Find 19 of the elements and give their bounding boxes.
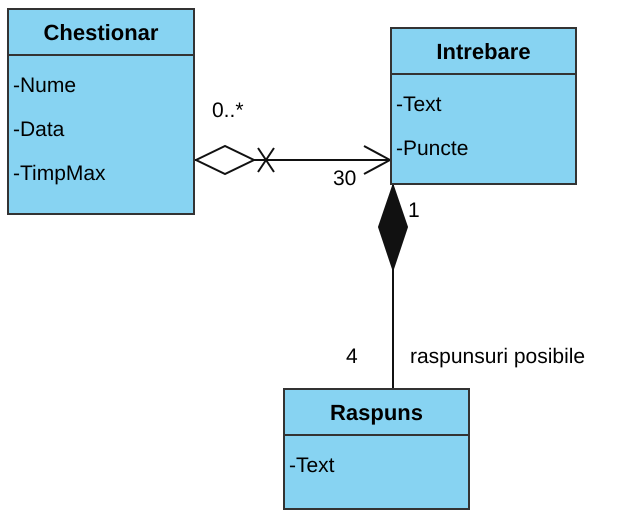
attribute-text: -Data [13,117,64,143]
class-box [390,27,577,185]
attribute-text: -Puncte [396,136,468,162]
class-name: Chestionar [44,18,158,46]
class-box [7,8,195,215]
attribute-text: -Text [396,92,442,118]
class-name: Raspuns [330,398,423,427]
edge-label: raspunsuri posibile [410,346,586,367]
multiplicity-label: 1 [408,200,420,221]
multiplicity-label: 0..* [212,100,244,121]
class-box [283,388,470,510]
attribute-text: -TimpMax [13,161,106,187]
association-line [195,145,391,175]
class-name: Intrebare [436,38,531,66]
multiplicity-label: 30 [333,168,356,189]
association-line [378,185,408,388]
multiplicity-label: 4 [346,346,358,367]
attribute-text: -Text [289,453,335,479]
attribute-text: -Nume [13,73,76,99]
